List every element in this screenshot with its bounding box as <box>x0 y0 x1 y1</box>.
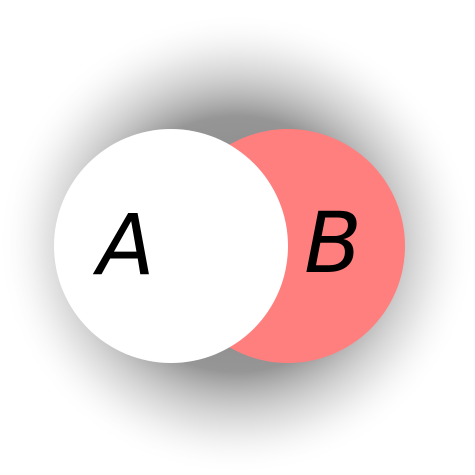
set-a-label: A <box>92 196 154 294</box>
set-a-circle <box>54 129 288 363</box>
set-b-label: B <box>304 194 362 292</box>
